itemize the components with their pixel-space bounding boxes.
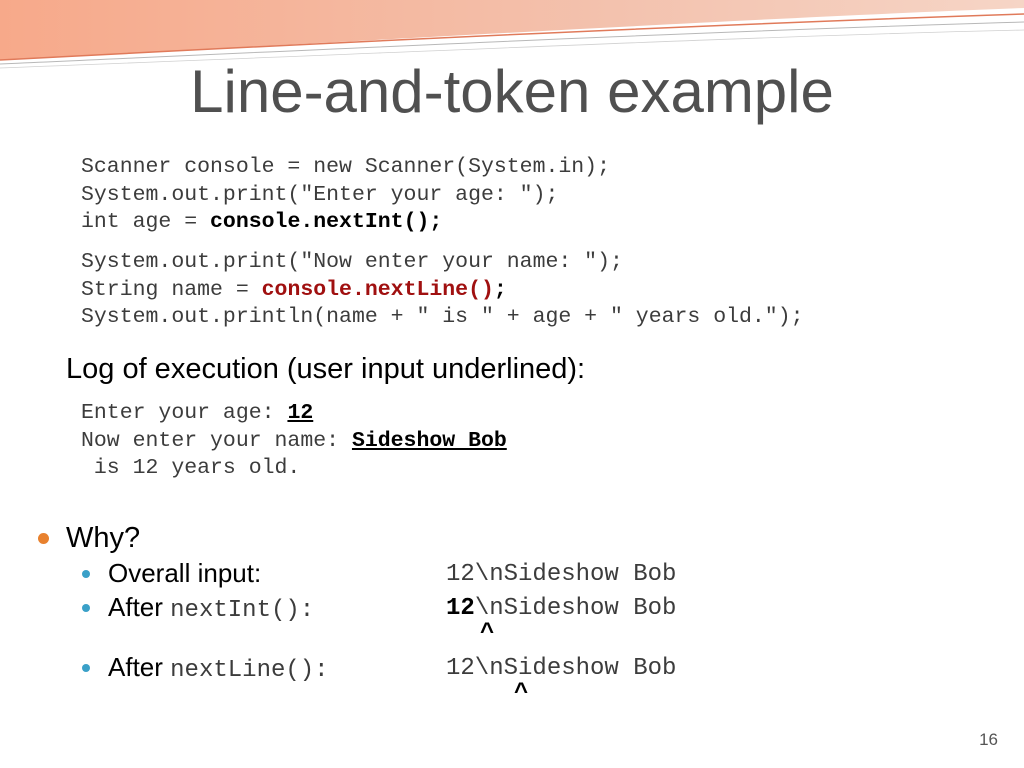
bullet-dot-icon	[38, 533, 49, 544]
bullet-dot-icon	[82, 664, 90, 672]
method-name: nextLine():	[170, 657, 329, 684]
bullet-overall-input-label: Overall input:	[108, 558, 262, 588]
page-number: 16	[979, 730, 998, 749]
cursor-caret-icon: ^	[480, 620, 495, 647]
bullet-label: After	[108, 652, 163, 682]
code-line: System.out.print("Enter your age: ");	[81, 182, 559, 207]
code-line: int age =	[81, 210, 211, 234]
method-name: nextInt():	[170, 597, 315, 624]
code-line: System.out.print("Now enter your name: "…	[81, 250, 623, 274]
slide-title: Line-and-token example	[190, 58, 834, 125]
code-line: Scanner console = new Scanner(System.in)…	[81, 155, 610, 179]
execution-log: Enter your age: 12 Now enter your name: …	[81, 400, 507, 483]
code-block-2: System.out.print("Now enter your name: "…	[81, 249, 804, 332]
code-block-1: Scanner console = new Scanner(System.in)…	[81, 154, 610, 237]
log-output-line: is 12 years old.	[81, 456, 301, 480]
cursor-caret-icon: ^	[514, 680, 529, 707]
after-nextint-value: 12\nSideshow Bob	[446, 595, 676, 622]
bullet-dot-icon	[82, 604, 90, 612]
bullet-why: Why?	[66, 522, 141, 554]
bullet-label: After	[108, 592, 163, 622]
code-line: System.out.println(name + " is " + age +…	[81, 305, 804, 329]
header-swoosh-decoration	[0, 0, 1024, 69]
code-semicolon: ;	[493, 277, 507, 302]
code-line-prefix: String name =	[81, 277, 262, 302]
overall-input-value: 12\nSideshow Bob	[446, 561, 677, 588]
bullet-after-nextint: After nextInt():	[108, 592, 314, 626]
after-nextline-value: 12\nSideshow Bob	[446, 655, 677, 682]
code-highlight-nextline: console.nextLine()	[261, 277, 494, 302]
bullet-after-nextline: After nextLine():	[108, 652, 329, 686]
log-heading: Log of execution (user input underlined)…	[66, 353, 586, 385]
bullet-dot-icon	[82, 570, 90, 578]
code-highlight-nextint: console.nextInt()	[210, 210, 430, 234]
log-user-input: Sideshow Bob	[351, 428, 507, 453]
consumed-token: 12	[446, 595, 475, 622]
remaining-input: \nSideshow Bob	[474, 595, 677, 622]
log-prompt: Now enter your name:	[81, 428, 352, 453]
code-semicolon: ;	[429, 210, 443, 234]
log-prompt: Enter your age:	[81, 401, 288, 425]
log-user-input: 12	[287, 401, 314, 425]
